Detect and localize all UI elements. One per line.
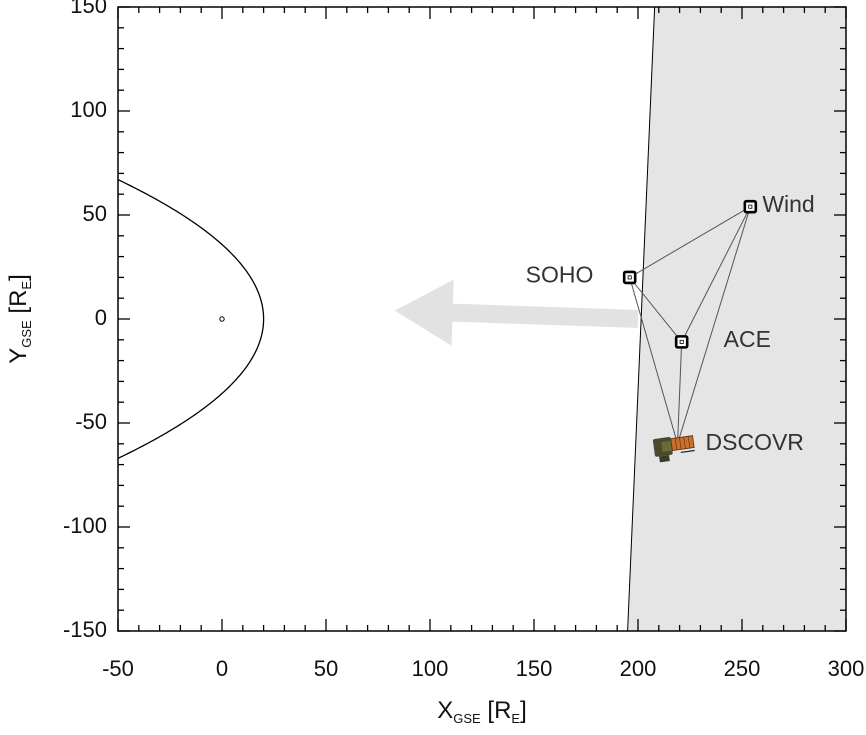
marker-wind-inner	[748, 204, 753, 209]
y-tick-label: -100	[63, 513, 107, 538]
y-tick-label: 150	[70, 0, 107, 18]
connection-line-wind-dscovr	[677, 206, 751, 444]
connection-line-wind-ace	[681, 206, 751, 343]
dscovr-panel-cell	[683, 436, 686, 449]
x-tick-label: 100	[412, 656, 449, 681]
label-wind: Wind	[762, 191, 814, 217]
marker-soho-inner	[627, 275, 632, 280]
y-tick-label: -50	[75, 409, 107, 434]
x-tick-label: 50	[314, 656, 338, 681]
solar-wind-region	[627, 7, 846, 631]
connection-line-soho-wind	[629, 206, 751, 278]
dscovr-panel-cell	[687, 436, 691, 449]
y-tick-labels: -150 -100 -50 0 50 100 150	[63, 0, 107, 642]
y-tick-label: -150	[63, 617, 107, 642]
dscovr-boom	[680, 449, 695, 454]
connection-line-soho-ace	[629, 277, 683, 343]
earth-marker	[219, 316, 225, 322]
label-dscovr: DSCOVR	[706, 429, 804, 455]
label-soho: SOHO	[526, 261, 594, 287]
marker-ace-inner	[679, 339, 684, 344]
y-tick-label: 50	[83, 201, 107, 226]
dscovr-satellite-icon	[652, 435, 695, 463]
x-tick-label: 200	[620, 656, 657, 681]
x-tick-label: 0	[216, 656, 228, 681]
connection-line-soho-dscovr	[629, 277, 679, 444]
dscovr-antenna	[659, 455, 670, 463]
x-tick-label: 250	[724, 656, 761, 681]
y-tick-label: 100	[70, 97, 107, 122]
dscovr-panel-cell	[679, 437, 682, 450]
x-tick-label: -50	[102, 656, 134, 681]
bow-shock-curve	[118, 178, 265, 460]
dscovr-panel-cell	[674, 438, 678, 451]
x-tick-labels: -50 0 50 100 150 200 250 300	[102, 656, 864, 681]
axis-ticks	[117, 6, 847, 632]
dscovr-body-group	[652, 435, 695, 463]
label-ace: ACE	[724, 326, 771, 352]
x-tick-label: 300	[828, 656, 865, 681]
connection-line-ace-dscovr	[677, 341, 683, 444]
spacecraft-connections	[629, 206, 751, 444]
x-tick-label: 150	[516, 656, 553, 681]
solar-wind-arrow	[394, 279, 639, 346]
y-tick-label: 0	[95, 305, 107, 330]
dscovr-body-detail	[661, 440, 673, 452]
x-axis-title: XGSE [RE]	[437, 697, 527, 726]
y-axis-title: YGSE [RE]	[5, 274, 34, 364]
dscovr-solar-panel	[670, 435, 695, 452]
spacecraft-markers	[622, 199, 758, 349]
